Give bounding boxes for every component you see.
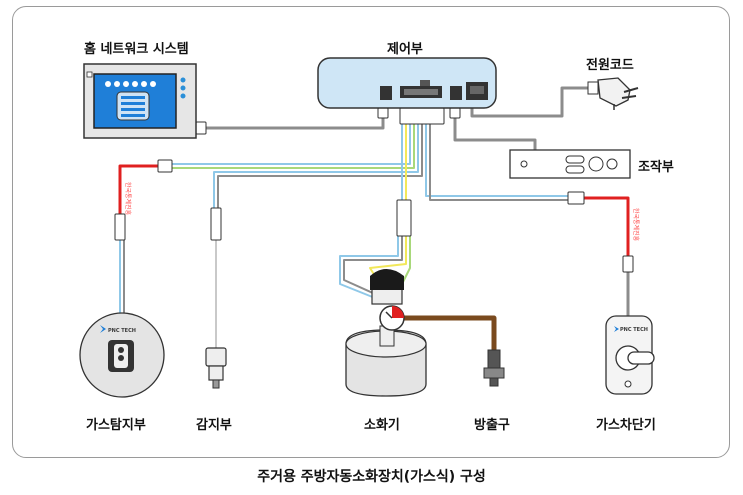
pnc-tech-logo: PNC TECH <box>100 325 136 334</box>
connector-network <box>195 121 207 135</box>
cable-bundle-right-2 <box>429 123 571 201</box>
cable-bundle-left-4 <box>217 123 423 211</box>
gas-shutoff-device: PNC TECH <box>605 315 655 395</box>
cable-extinguisher-4 <box>343 235 403 299</box>
gas-detector-device: PNC TECH <box>79 312 165 398</box>
cable-text-right: 한국통계진흥 <box>632 208 640 242</box>
diagram-frame <box>12 6 730 458</box>
cable-shutoff-red <box>582 196 630 260</box>
label-gas-detector: 가스탐지부 <box>86 418 146 433</box>
connector-extinguisher <box>396 199 412 237</box>
connector-controller-bottom <box>399 107 445 125</box>
cable-network-controller <box>204 116 385 130</box>
connector-sensor <box>210 207 222 241</box>
label-sensor: 감지부 <box>196 418 232 433</box>
cables <box>118 86 630 355</box>
label-extinguisher: 소화기 <box>364 418 400 433</box>
cable-gas-detector-red <box>118 164 162 217</box>
connector-right-bundle <box>567 191 585 205</box>
connectors <box>114 107 634 273</box>
connector-left-bundle <box>157 159 173 173</box>
pnc-tech-logo-shutoff: PNC TECH <box>614 326 648 333</box>
power-plug <box>587 77 639 110</box>
label-nozzle: 방출구 <box>474 418 510 433</box>
connector-gas-detector <box>114 213 126 241</box>
connector-controller-left <box>377 107 389 119</box>
control-panel-device <box>509 149 631 179</box>
home-network-device <box>83 63 197 139</box>
extinguisher-device <box>345 269 427 397</box>
label-control-panel: 조작부 <box>638 160 674 175</box>
nozzle-pipe <box>401 315 497 355</box>
cable-text-left: 한국통계진흥 <box>124 182 132 216</box>
label-gas-shutoff: 가스차단기 <box>596 418 656 433</box>
cable-bundle-left-1 <box>169 123 411 165</box>
cable-power <box>470 86 592 118</box>
connector-controller-mid <box>449 107 461 119</box>
diagram-caption: 주거용 주방자동소화장치(가스식) 구성 <box>257 469 486 485</box>
svg-text:PNC TECH: PNC TECH <box>620 327 648 333</box>
svg-text:PNC TECH: PNC TECH <box>108 328 136 334</box>
label-controller: 제어부 <box>387 42 423 57</box>
nozzle-device <box>483 349 505 387</box>
cable-bundle-left-2 <box>169 123 415 169</box>
sensor-device <box>205 347 227 389</box>
cable-bundle-right-1 <box>425 123 571 197</box>
cable-control-panel <box>453 116 537 152</box>
label-power-cord: 전원코드 <box>586 58 634 73</box>
cable-bundle-left-3 <box>213 123 419 211</box>
label-home-network: 홈 네트워크 시스템 <box>84 42 189 57</box>
controller-device <box>317 57 497 109</box>
cable-extinguisher-3 <box>339 235 399 301</box>
connector-shutoff <box>622 255 634 273</box>
